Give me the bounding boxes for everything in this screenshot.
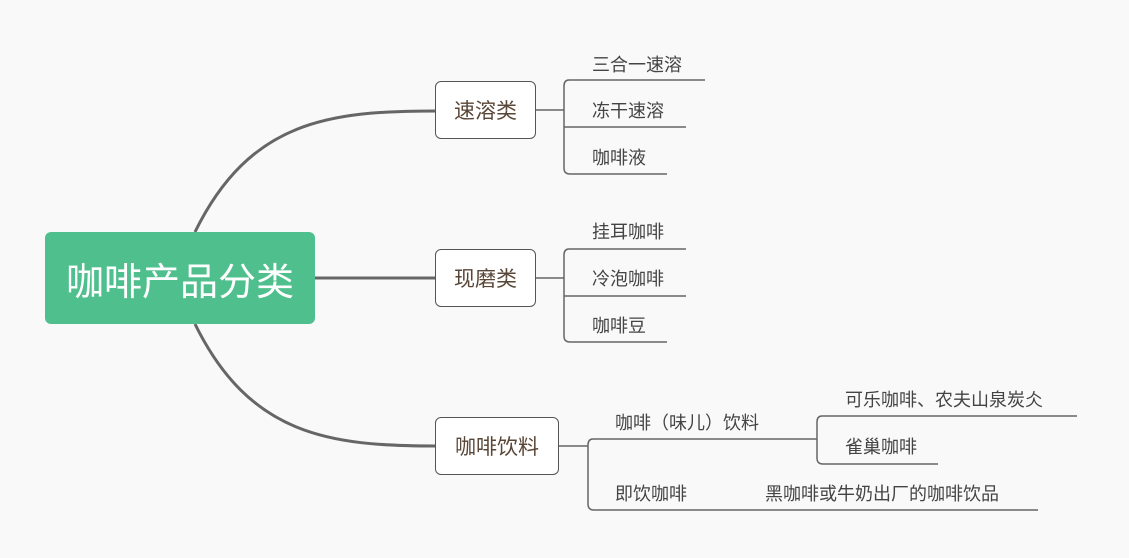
branch-node-label: 速溶类: [454, 99, 517, 123]
root-node-label: 咖啡产品分类: [65, 259, 294, 304]
branch-node-label: 现磨类: [454, 267, 517, 291]
root-connectors: [193, 109, 437, 448]
branch-node-instant[interactable]: 速溶类: [435, 81, 536, 139]
connector-sub1-bracket: [816, 415, 824, 465]
connector-root-branch3: [193, 323, 437, 448]
root-node[interactable]: 咖啡产品分类: [45, 232, 315, 324]
connector-branch3-bracket: [587, 438, 595, 511]
branch-node-coffee-drinks[interactable]: 咖啡饮料: [435, 417, 559, 475]
leaf-connectors: [536, 79, 1077, 511]
leaf-node[interactable]: 黑咖啡或牛奶出厂的咖啡饮品: [765, 484, 999, 505]
sub-branch-node[interactable]: 即饮咖啡: [615, 484, 687, 505]
branch-node-fresh-ground[interactable]: 现磨类: [435, 249, 536, 307]
connector-root-branch1: [193, 109, 437, 233]
leaf-node[interactable]: 挂耳咖啡: [592, 222, 664, 243]
leaf-node[interactable]: 可乐咖啡、农夫山泉炭仌: [845, 390, 1043, 411]
leaf-node[interactable]: 冷泡咖啡: [592, 269, 664, 290]
leaf-node[interactable]: 冻干速溶: [592, 101, 664, 122]
leaf-node[interactable]: 三合一速溶: [592, 55, 682, 76]
sub-branch-node[interactable]: 咖啡（味儿）饮料: [615, 413, 759, 434]
leaf-node[interactable]: 咖啡豆: [592, 316, 646, 337]
leaf-node[interactable]: 咖啡液: [592, 148, 646, 169]
leaf-node[interactable]: 雀巢咖啡: [845, 437, 917, 458]
branch-node-label: 咖啡饮料: [455, 435, 539, 459]
